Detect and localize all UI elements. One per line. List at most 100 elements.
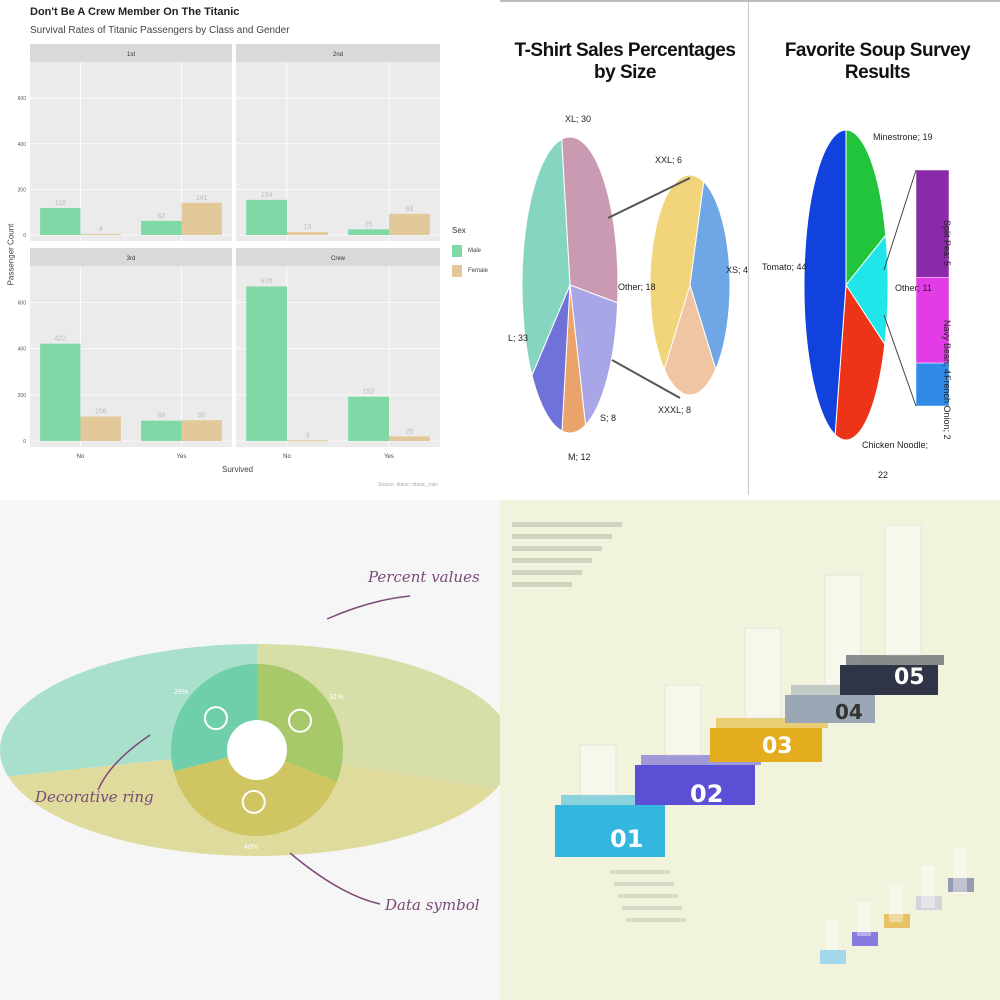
- bar-female: [80, 416, 121, 441]
- tshirt-pie-title: T-Shirt Sales Percentages by Size: [514, 40, 736, 83]
- bar-female: [181, 202, 222, 235]
- soup-slice-other: [845, 233, 889, 346]
- chart-title: Don't Be A Crew Member On The Titanic: [30, 6, 240, 18]
- soup-slice-chicken-noodle: [834, 283, 886, 441]
- bar-male: [40, 208, 81, 235]
- bar-male: [348, 229, 389, 235]
- step-block-1: [555, 805, 665, 857]
- mini-step: [820, 950, 846, 964]
- label-m: M; 12: [568, 452, 591, 462]
- label-chicken-noodle: Chicken Noodle;: [862, 440, 929, 450]
- label-l: L; 33: [508, 333, 529, 343]
- bar-male: [141, 220, 182, 235]
- soup-slice-tomato: [803, 129, 847, 436]
- bar-male: [348, 396, 389, 441]
- placeholder-caption-bar: [614, 882, 674, 886]
- mini-glass: [921, 866, 935, 908]
- y-tick-label: 200: [18, 187, 27, 193]
- x-tick-label: Yes: [177, 454, 187, 460]
- facet-strip: [30, 248, 232, 266]
- percent-label: 40%: [244, 844, 258, 851]
- donut-infographic-panel: 31%40%29% Percent values Decorative ring…: [0, 500, 500, 1000]
- y-tick-label: 600: [18, 301, 27, 307]
- bar-value-label: 154: [261, 192, 273, 199]
- glass-column: [884, 524, 922, 656]
- facet-strip-label: 2nd: [333, 52, 343, 58]
- step-number-4: 04: [835, 700, 863, 724]
- pie-charts-panel: T-Shirt Sales Percentages by Size Favori…: [500, 0, 1000, 500]
- croissant-icon: [241, 789, 266, 814]
- pointer-ring: [97, 734, 151, 791]
- pie-top-border: [500, 0, 1000, 2]
- percent-values-label: Percent values: [368, 568, 480, 586]
- bar-value-label: 670: [261, 278, 273, 285]
- citrus-icon: [203, 706, 228, 731]
- bar-value-label: 422: [54, 336, 66, 343]
- y-tick-label: 0: [23, 233, 26, 239]
- bar-value-label: 20: [406, 428, 414, 435]
- chart-caption: Source: titanic::titanic_train: [377, 482, 438, 488]
- placeholder-text-bar: [512, 522, 622, 527]
- staircase-svg: [512, 522, 974, 964]
- placeholder-text-bar: [512, 582, 572, 587]
- y-tick-label: 400: [18, 142, 27, 148]
- mini-step: [916, 896, 942, 910]
- x-tick-label: Yes: [384, 454, 394, 460]
- tshirt-other-slice-xxxl: [649, 174, 705, 371]
- donut-slice: [173, 750, 337, 836]
- legend-female-label: Female: [468, 268, 489, 274]
- step-block-4: [785, 695, 875, 723]
- mini-glass: [953, 848, 967, 894]
- label-french-onion: French Onion; 2: [942, 375, 952, 440]
- bar-value-label: 192: [363, 389, 375, 396]
- legend-male-swatch: [452, 245, 462, 257]
- step-top: [846, 655, 944, 665]
- mini-glass: [857, 902, 871, 936]
- mini-glass: [889, 884, 903, 922]
- placeholder-caption-bar: [610, 870, 670, 874]
- label-other-size: Other; 18: [618, 282, 656, 292]
- x-tick-label: No: [77, 454, 85, 460]
- connector-line: [883, 169, 917, 271]
- mini-step: [948, 878, 974, 892]
- bar-value-label: 13: [304, 224, 312, 231]
- legend-female-swatch: [452, 265, 462, 277]
- label-xxxl: XXXL; 8: [658, 405, 692, 415]
- bar-female: [80, 234, 121, 236]
- y-tick-label: 200: [18, 393, 27, 399]
- y-tick-label: 600: [18, 96, 27, 102]
- y-tick-label: 0: [23, 439, 26, 445]
- step-block-2: [635, 765, 755, 805]
- bar-value-label: 3: [305, 432, 309, 439]
- donut-hole: [227, 720, 287, 780]
- x-axis-label: Survived: [222, 465, 254, 474]
- bar-male: [40, 343, 81, 441]
- tshirt-slice-xl: [561, 136, 619, 304]
- bar-male: [246, 286, 287, 441]
- bar-value-label: 93: [406, 206, 414, 213]
- step-block-3: [710, 728, 822, 762]
- facet-strip: [236, 44, 440, 62]
- y-axis-label: Passenger Count: [6, 223, 16, 286]
- drop-icon: [288, 708, 313, 733]
- bar-value-label: 62: [157, 213, 165, 220]
- data-symbol-label: Data symbol: [385, 896, 480, 914]
- placeholder-text-bar: [512, 570, 582, 575]
- pointer-percent: [326, 595, 411, 620]
- soup-pie-title: Favorite Soup Survey Results: [784, 40, 971, 83]
- step-number-1: 01: [610, 825, 644, 853]
- label-s: S; 8: [600, 413, 617, 423]
- percent-label: 31%: [329, 694, 343, 701]
- glass-column: [579, 744, 617, 796]
- placeholder-text-bar: [512, 546, 602, 551]
- step-number-2: 02: [690, 780, 724, 808]
- label-tomato: Tomato; 44: [762, 262, 807, 272]
- bar-value-label: 141: [196, 195, 208, 202]
- label-minestrone: Minestrone; 19: [873, 132, 933, 142]
- bar-value-label: 88: [157, 413, 165, 420]
- tshirt-other-slice-xxl: [689, 180, 731, 371]
- mini-step: [852, 932, 878, 946]
- titanic-chart-panel: Don't Be A Crew Member On The Titanic Su…: [0, 0, 500, 500]
- bar-value-label: 118: [55, 200, 66, 207]
